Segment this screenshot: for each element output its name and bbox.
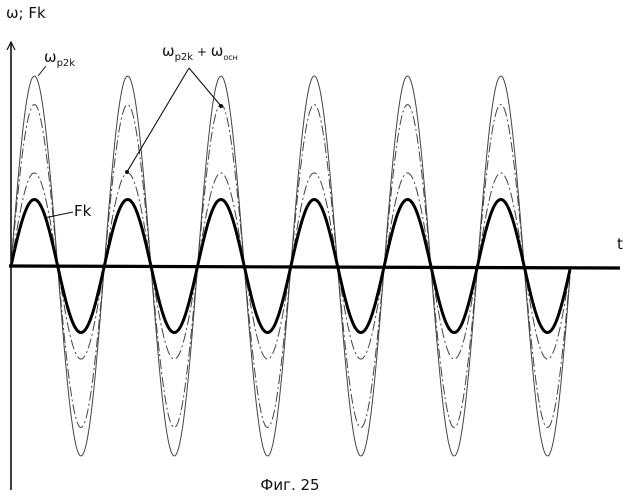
fk-leader xyxy=(44,212,73,218)
fk-label: Fk xyxy=(74,202,92,220)
figure-caption: Фиг. 25 xyxy=(260,476,319,494)
x-axis-label: t xyxy=(617,235,623,253)
omega-sum-label: ωp2k + ωосн xyxy=(162,42,238,63)
omega-p2k-label: ωp2k xyxy=(44,48,75,69)
y-axis-label: ω; Fk xyxy=(6,4,46,22)
omega-p2k-leader xyxy=(38,66,46,76)
x-axis xyxy=(9,266,620,268)
omega-sum-leader-left xyxy=(127,68,189,172)
